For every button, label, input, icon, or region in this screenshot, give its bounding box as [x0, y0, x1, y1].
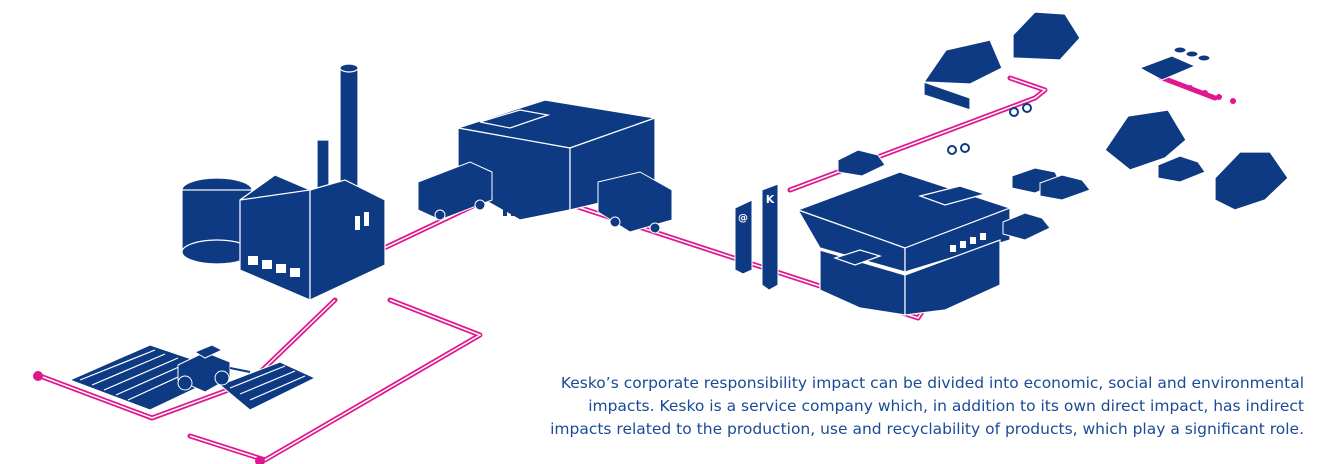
store-signs [734, 183, 779, 291]
caption-line-1: Kesko’s corporate responsibility impact … [560, 374, 1304, 392]
store-building-icon [796, 171, 1012, 316]
person-icon [502, 202, 516, 216]
store-sign-at: @ [738, 213, 748, 224]
route-store-houses [787, 75, 1048, 193]
truck-icon [417, 161, 673, 234]
caption-line-2: impacts. Kesko is a service company whic… [588, 397, 1304, 415]
caption-line-3: impacts related to the production, use a… [550, 420, 1304, 438]
tractor-icon [177, 344, 251, 393]
store-windows [950, 233, 986, 252]
factory-windows [248, 212, 369, 277]
car-icon [837, 149, 1206, 241]
house-icon [922, 11, 1289, 211]
recycling-bins-icon [1138, 46, 1211, 81]
store-sign-k: K [766, 193, 775, 206]
caption-text: Kesko’s corporate responsibility impact … [444, 372, 1304, 441]
cyclist-icon [947, 103, 1032, 155]
route-end-dots [33, 85, 1236, 464]
